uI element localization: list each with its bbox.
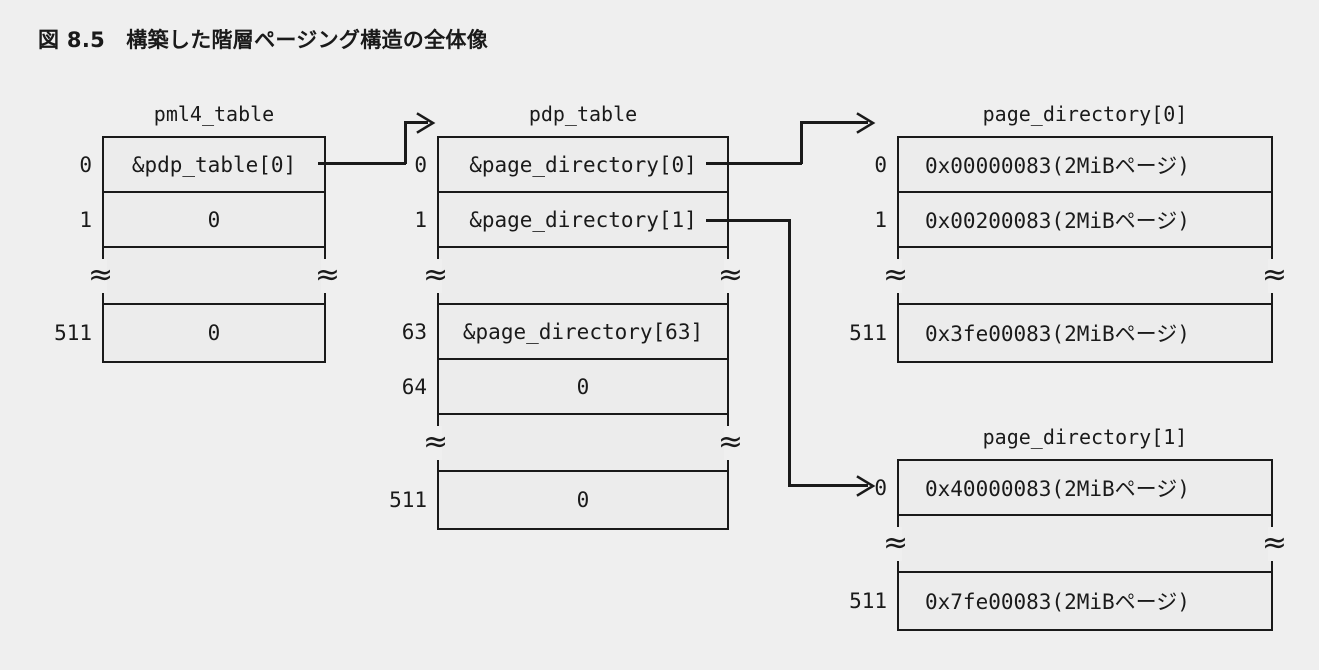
table-row[interactable]: 1 0	[79, 193, 324, 248]
table-row[interactable]: 1 &page_directory[1]	[414, 193, 727, 248]
break-mask-right	[724, 425, 733, 460]
table-row[interactable]: 0 &page_directory[0]	[414, 138, 727, 193]
row-value: 0x00200083(2MiBページ)	[925, 208, 1190, 233]
row-index: 0	[874, 152, 887, 177]
row-index: 0	[79, 152, 92, 177]
connector-pdp0-to-pd0-segment-h2	[800, 121, 868, 124]
table-row[interactable]: 511 0x3fe00083(2MiBページ)	[849, 305, 1271, 361]
table-row[interactable]: 1 0x00200083(2MiBページ)	[874, 193, 1271, 248]
connector-pdp1-to-pd1-segment-h2	[788, 484, 868, 487]
break-mask-left	[893, 526, 902, 561]
row-index: 0	[414, 152, 427, 177]
break-mask-left	[433, 258, 442, 293]
figure-title: 図 8.5 構築した階層ページング構造の全体像	[38, 28, 488, 52]
row-index: 64	[401, 374, 427, 399]
row-value: &page_directory[0]	[469, 152, 697, 177]
table-caption-pdp-table: pdp_table	[528, 102, 638, 126]
table-frame-page-directory-1: 0 0x40000083(2MiBページ) ≈ ≈ 511 0x7fe00083…	[849, 459, 1287, 631]
table-frame-pml4-table: 0 &pdp_table[0] 1 0 ≈ ≈ 511 0	[54, 136, 340, 363]
table-row[interactable]: 64 0	[402, 360, 727, 415]
table-page-directory-0: page_directory[0] 0 0x00000083(2MiBページ) …	[849, 102, 1287, 363]
table-page-directory-1: page_directory[1] 0 0x40000083(2MiBページ) …	[849, 425, 1287, 631]
table-row[interactable]: 0 0x00000083(2MiBページ)	[874, 138, 1271, 193]
table-row[interactable]: 63 &page_directory[63]	[402, 305, 727, 360]
table-pml4-table: pml4_table 0 &pdp_table[0] 1 0 ≈ ≈ 511 0	[54, 102, 340, 363]
break-mask-left	[433, 425, 442, 460]
row-index: 63	[401, 319, 427, 344]
break-tilde-icon: ≈	[717, 423, 743, 459]
row-value: 0x3fe00083(2MiBページ)	[925, 322, 1190, 346]
row-index: 1	[79, 207, 92, 232]
connector-pdp1-to-pd1-segment-h1	[706, 219, 790, 222]
row-value: &pdp_table[0]	[131, 152, 297, 177]
break-mask-left	[893, 258, 902, 293]
row-value: 0	[576, 488, 590, 512]
row-index: 0	[874, 475, 887, 500]
table-row[interactable]: 0 0x40000083(2MiBページ)	[874, 461, 1271, 516]
table-caption-page-directory-0: page_directory[0]	[982, 102, 1188, 126]
row-value: 0	[207, 207, 221, 232]
break-tilde-icon: ≈	[1261, 524, 1287, 560]
row-index: 511	[849, 321, 887, 345]
connector-pml4-to-pdp-segment-v	[404, 122, 407, 164]
table-row[interactable]: 511 0	[54, 305, 324, 361]
break-tilde-icon: ≈	[883, 524, 909, 560]
row-index: 511	[54, 321, 92, 345]
row-value: 0x7fe00083(2MiBページ)	[925, 590, 1190, 614]
row-index: 1	[414, 207, 427, 232]
break-mask-right	[1268, 526, 1277, 561]
table-pdp-table: pdp_table 0 &page_directory[0] 1 &page_d…	[389, 102, 743, 530]
connector-pdp1-to-pd1-segment-v	[788, 219, 791, 486]
row-value: &page_directory[63]	[462, 319, 704, 344]
break-tilde-icon: ≈	[717, 256, 743, 292]
break-mask-right	[1268, 258, 1277, 293]
table-row-ellipsis-break: ≈ ≈	[883, 516, 1287, 573]
table-row[interactable]: 0 &pdp_table[0]	[79, 138, 324, 193]
connector-pdp0-to-pd0-segment-h1	[706, 162, 802, 165]
row-index: 511	[389, 488, 427, 512]
row-value: &page_directory[1]	[469, 207, 697, 232]
connector-pml4-to-pdp-segment-h2	[404, 121, 428, 124]
row-value: 0	[576, 374, 590, 399]
table-row[interactable]: 511 0	[389, 472, 727, 528]
break-tilde-icon: ≈	[883, 256, 909, 292]
break-tilde-icon: ≈	[88, 256, 114, 292]
row-value: 0x40000083(2MiBページ)	[925, 476, 1190, 501]
table-frame-page-directory-0: 0 0x00000083(2MiBページ) 1 0x00200083(2MiBペ…	[849, 136, 1287, 363]
break-mask-right	[724, 258, 733, 293]
break-tilde-icon: ≈	[423, 256, 449, 292]
break-mask-left	[98, 258, 107, 293]
table-row-ellipsis-break: ≈ ≈	[423, 415, 743, 472]
table-caption-pml4-table: pml4_table	[153, 102, 275, 126]
row-value: 0x00000083(2MiBページ)	[925, 153, 1190, 178]
connector-pml4-to-pdp-segment-h1	[318, 162, 406, 165]
table-row-ellipsis-break: ≈ ≈	[423, 248, 743, 305]
break-mask-right	[321, 258, 330, 293]
connector-pdp0-to-pd0-segment-v	[800, 122, 803, 164]
table-row[interactable]: 511 0x7fe00083(2MiBページ)	[849, 573, 1271, 629]
table-row-ellipsis-break: ≈ ≈	[883, 248, 1287, 305]
row-index: 1	[874, 207, 887, 232]
break-tilde-icon: ≈	[423, 423, 449, 459]
table-frame-pdp-table: 0 &page_directory[0] 1 &page_directory[1…	[389, 136, 743, 530]
table-row-ellipsis-break: ≈ ≈	[88, 248, 340, 305]
break-tilde-icon: ≈	[314, 256, 340, 292]
row-index: 511	[849, 589, 887, 613]
row-value: 0	[207, 321, 221, 345]
table-caption-page-directory-1: page_directory[1]	[982, 425, 1188, 449]
break-tilde-icon: ≈	[1261, 256, 1287, 292]
